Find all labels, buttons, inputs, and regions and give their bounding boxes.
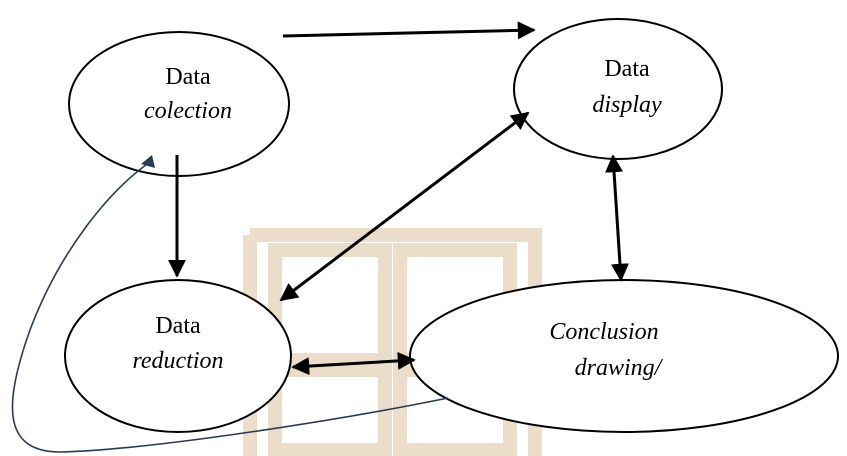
node-collection-line2: colection xyxy=(144,98,232,124)
arrow-display-conclusion xyxy=(605,154,629,282)
node-display-line2: display xyxy=(592,92,662,118)
node-collection-line1: Data xyxy=(165,64,211,90)
feedback-arrowhead xyxy=(141,155,155,168)
node-data-display xyxy=(513,18,723,160)
node-data-collection xyxy=(68,31,290,177)
arrow-reduction-conclusion xyxy=(291,351,416,376)
feedback-curve xyxy=(11,161,449,453)
arrow-reduction-display xyxy=(279,111,530,302)
node-conclusion-line1: Conclusion xyxy=(549,319,658,345)
arrow-collection-to-display xyxy=(282,21,536,40)
node-conclusion-line2: drawing/ xyxy=(575,355,664,381)
node-data-reduction xyxy=(64,279,292,433)
node-display-line1: Data xyxy=(604,56,650,82)
node-reduction-line1: Data xyxy=(155,313,201,339)
node-reduction-line2: reduction xyxy=(132,348,223,374)
